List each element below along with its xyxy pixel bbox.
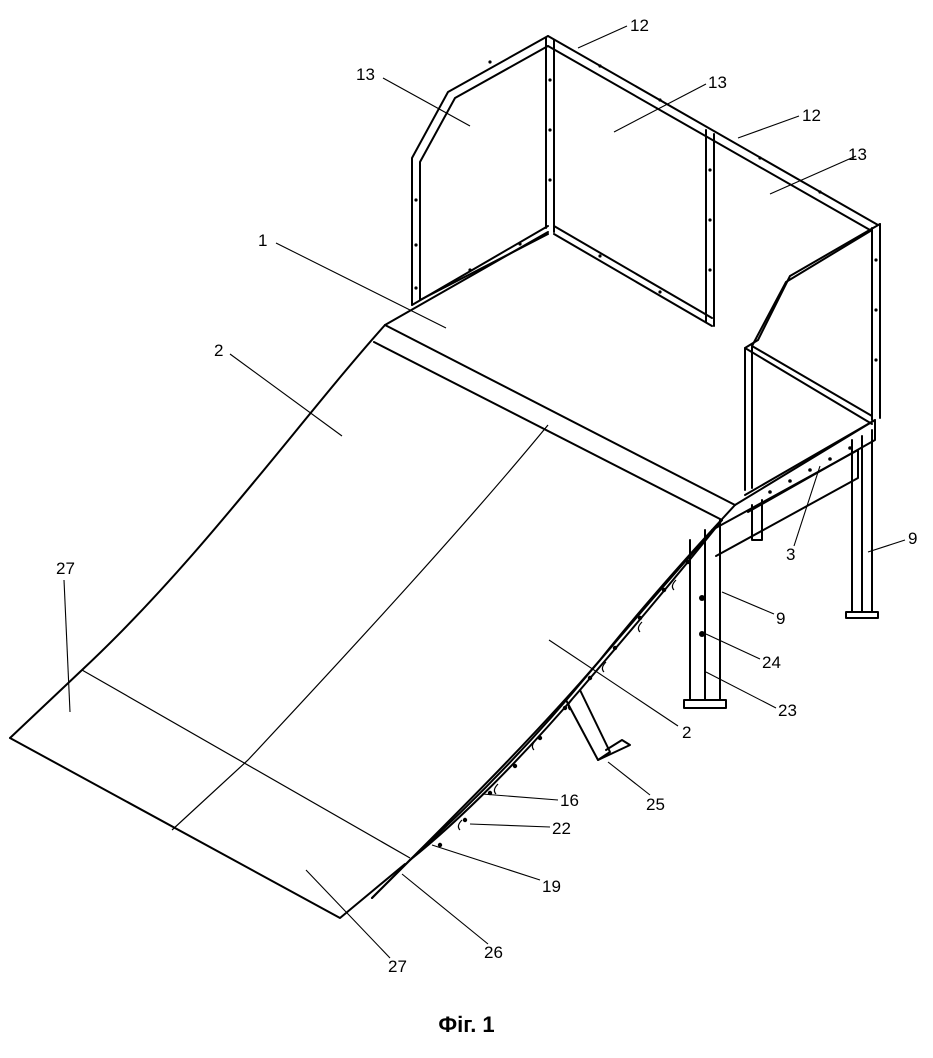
label-9-rear-leg: 9	[908, 529, 917, 548]
label-1-platform: 1	[258, 231, 267, 250]
beam-bolt-holes	[768, 446, 852, 494]
label-3-beam: 3	[786, 545, 795, 564]
reference-labels: 12 12 13 13 13 1 2 2 3 9 9 24 23 25 16 2…	[56, 16, 917, 976]
label-25-brace: 25	[646, 795, 665, 814]
label-2-ramp-lower: 2	[682, 723, 691, 742]
diagonal-support	[565, 689, 631, 761]
label-2-ramp-upper: 2	[214, 341, 223, 360]
label-9-front-leg: 9	[776, 609, 785, 628]
side-stringer	[371, 504, 736, 899]
label-12-middle: 12	[802, 106, 821, 125]
stringer-bolt-holes	[437, 559, 691, 848]
label-13-left: 13	[356, 65, 375, 84]
figure-caption: Фіг. 1	[438, 1012, 495, 1037]
legs	[683, 429, 879, 709]
ramp-surface	[9, 324, 736, 919]
leader-lines	[63, 25, 906, 959]
label-26-end: 26	[484, 943, 503, 962]
label-13-right: 13	[848, 145, 867, 164]
railings	[411, 35, 881, 491]
label-12-top: 12	[630, 16, 649, 35]
label-24-hole: 24	[762, 653, 781, 672]
label-23-foot: 23	[778, 701, 797, 720]
label-13-center: 13	[708, 73, 727, 92]
label-27-left: 27	[56, 559, 75, 578]
label-22-bracket: 22	[552, 819, 571, 838]
rail-bolt-holes	[414, 60, 878, 362]
label-27-bottom: 27	[388, 957, 407, 976]
label-16-stringer: 16	[560, 791, 579, 810]
label-19-edge: 19	[542, 877, 561, 896]
